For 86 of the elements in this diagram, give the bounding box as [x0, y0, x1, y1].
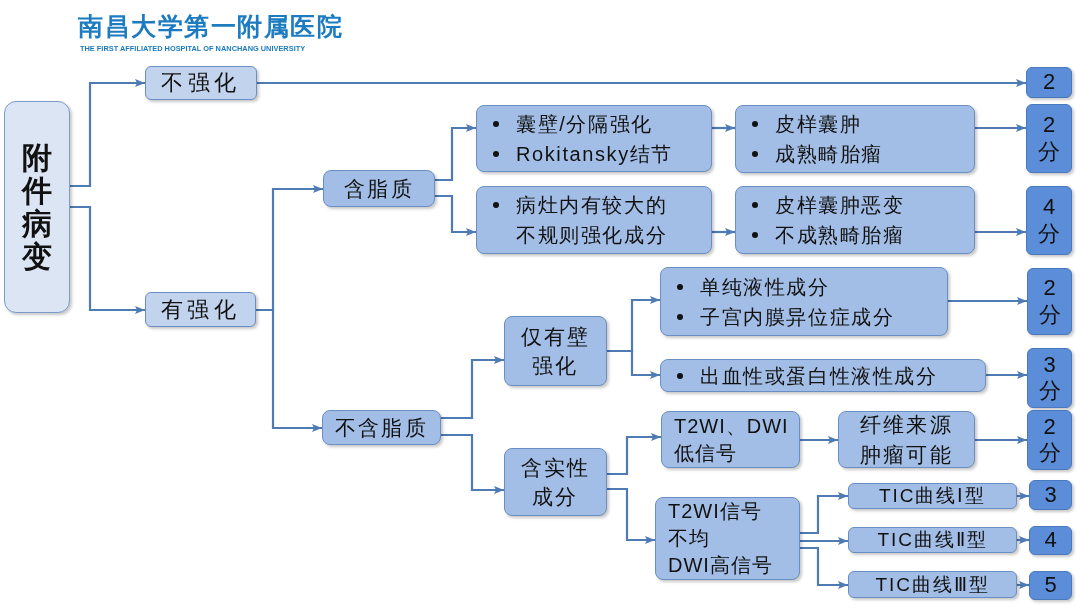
- arrow: [441, 356, 504, 420]
- list-item: 皮样囊肿: [775, 112, 862, 137]
- branch-box: [145, 66, 257, 100]
- list-item: 出血性或蛋白性液性成分: [700, 363, 938, 389]
- process-box: [504, 448, 607, 516]
- arrow: [435, 124, 476, 182]
- arrow: [800, 537, 848, 545]
- arrow: [257, 79, 1026, 87]
- bullet-list-box: [735, 105, 975, 173]
- score-box: [1026, 186, 1072, 255]
- arrow: [70, 79, 145, 188]
- box-label: 不强化: [161, 69, 241, 97]
- bullet-list-box: [476, 105, 712, 172]
- score-box: [1029, 571, 1072, 600]
- arrow: [975, 124, 1026, 132]
- score-label: 2分: [1038, 275, 1061, 328]
- process-box: [323, 170, 435, 207]
- score-label: 2分: [1038, 112, 1060, 165]
- score-label: 4分: [1038, 194, 1060, 247]
- box-label: 纤维来源肿瘤可能: [859, 412, 954, 468]
- score-box: [1027, 348, 1072, 408]
- list-item: 病灶内有较大的不规则强化成分: [516, 193, 669, 248]
- arrow: [948, 297, 1027, 305]
- box-label: 不含脂质: [335, 414, 428, 441]
- box-label: T2WI、DWI低信号: [674, 413, 790, 466]
- arrow: [800, 436, 838, 444]
- score-label: 4: [1043, 527, 1058, 554]
- box-label: 附件病变: [22, 141, 52, 273]
- score-box: [1027, 268, 1072, 335]
- score-box: [1029, 526, 1072, 555]
- list-item: 皮样囊肿恶变: [775, 193, 905, 218]
- bullet-list-box: [660, 359, 986, 392]
- arrow: [712, 124, 735, 132]
- process-box: [655, 497, 800, 580]
- arrow: [1017, 581, 1029, 589]
- process-box: [848, 571, 1017, 598]
- score-box: [1029, 480, 1072, 510]
- process-box: [838, 411, 975, 468]
- bullet-list-box: [735, 186, 975, 254]
- process-box: [848, 527, 1017, 553]
- arrow: [607, 349, 660, 379]
- process-box: [848, 483, 1017, 509]
- box-label: TIC曲线Ⅲ型: [875, 572, 990, 597]
- hospital-name: 南昌大学第一附属医院: [78, 14, 343, 39]
- list-item: 成熟畸胎瘤: [775, 142, 883, 167]
- arrow: [800, 546, 848, 589]
- box-label: T2WI信号不均: [668, 499, 763, 551]
- bullet-list-box: [660, 267, 948, 336]
- score-label: 5: [1043, 572, 1058, 599]
- arrow: [1017, 536, 1029, 544]
- score-label: 3分: [1038, 351, 1061, 405]
- process-box: [322, 410, 441, 445]
- arrow: [975, 436, 1027, 444]
- score-box: [1026, 67, 1072, 98]
- list-item: 不成熟畸胎瘤: [775, 223, 905, 248]
- box-label: 仅有壁强化: [519, 323, 592, 379]
- score-label: 3: [1043, 481, 1058, 509]
- arrow: [607, 487, 655, 544]
- arrow: [712, 228, 735, 236]
- score-label: 2分: [1038, 413, 1061, 467]
- arrow: [607, 433, 661, 476]
- list-item: Rokitansky结节: [516, 141, 673, 167]
- branch-box: [145, 292, 256, 327]
- box-label: 含实性成分: [519, 454, 592, 510]
- bullet-list-box: [476, 186, 712, 254]
- arrow: [70, 205, 145, 314]
- process-box: [661, 411, 800, 468]
- score-label: 2: [1041, 69, 1057, 96]
- list-item: 囊壁/分隔强化: [516, 111, 653, 137]
- box-label: 含脂质: [344, 175, 414, 202]
- box-label: TIC曲线Ⅰ型: [879, 484, 986, 508]
- arrow: [986, 371, 1027, 379]
- list-item: 子宫内膜异位症成分: [700, 304, 895, 330]
- arrow: [441, 433, 504, 494]
- score-box: [1027, 410, 1072, 470]
- score-box: [1026, 104, 1072, 173]
- arrow: [800, 492, 848, 535]
- arrow: [435, 194, 476, 236]
- box-label: 有强化: [160, 295, 241, 324]
- list-item: 单纯液性成分: [700, 274, 830, 300]
- category-box: [4, 101, 70, 313]
- arrow: [975, 228, 1026, 236]
- arrow: [1017, 492, 1029, 500]
- process-box: [504, 316, 607, 386]
- box-label: TIC曲线Ⅱ型: [877, 528, 988, 552]
- box-label: DWI高信号: [668, 553, 773, 578]
